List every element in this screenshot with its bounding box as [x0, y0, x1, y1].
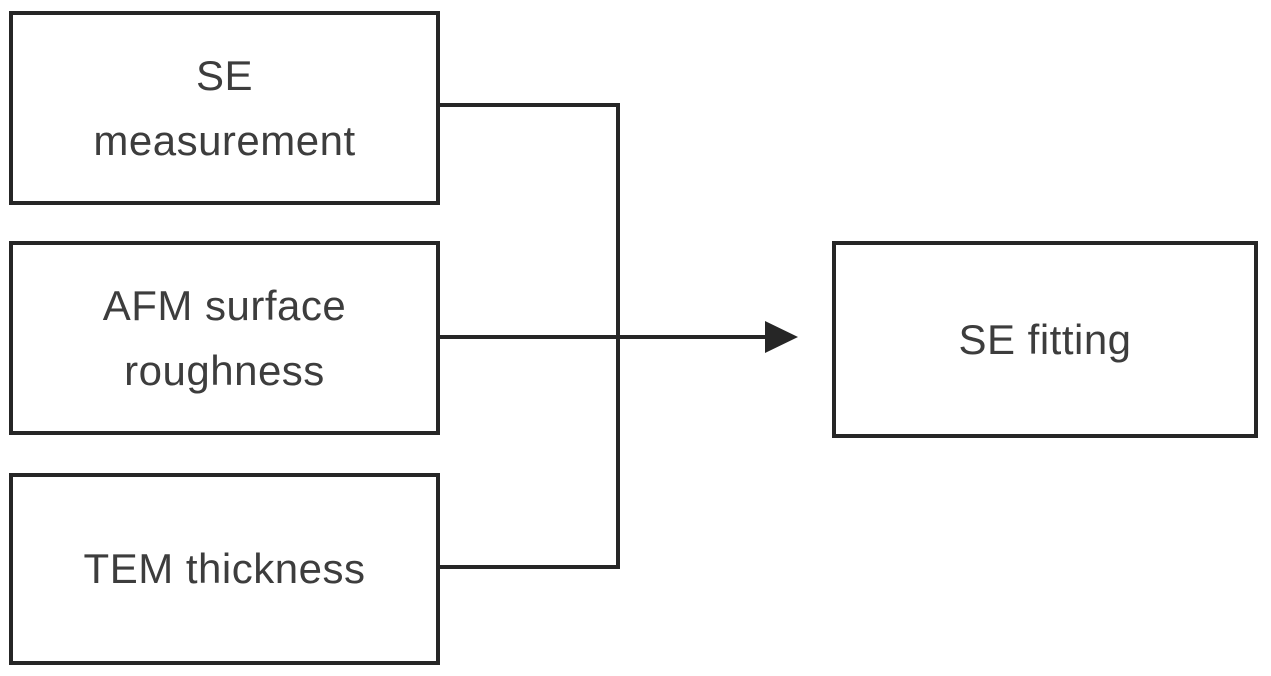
node-afm-surface-roughness-label: AFM surface roughness: [103, 273, 347, 403]
label-line: measurement: [93, 117, 356, 164]
node-tem-thickness: TEM thickness: [9, 473, 440, 665]
label-line: SE fitting: [958, 315, 1132, 363]
connector-tem-thickness-horizontal: [438, 565, 620, 569]
label-line: roughness: [124, 347, 325, 394]
label-line: AFM surface: [102, 281, 347, 329]
arrowhead-icon: [765, 321, 798, 353]
node-se-fitting: SE fitting: [832, 241, 1258, 438]
node-afm-surface-roughness: AFM surface roughness: [9, 241, 440, 435]
node-tem-thickness-label: TEM thickness: [84, 536, 366, 601]
label-line: TEM thickness: [83, 545, 366, 593]
connector-arrow-shaft: [438, 335, 768, 339]
node-se-measurement: SE measurement: [9, 11, 440, 205]
label-line: SE: [195, 51, 254, 99]
node-se-measurement-label: SE measurement: [93, 43, 355, 173]
connector-se-measurement-horizontal: [438, 103, 620, 107]
node-se-fitting-label: SE fitting: [958, 307, 1131, 372]
